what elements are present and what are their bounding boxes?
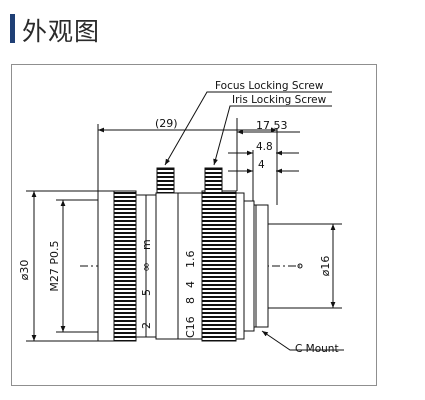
front-bezel bbox=[97, 190, 115, 342]
iris-scale-8: 8 bbox=[184, 297, 197, 304]
c-mount-callout: C Mount bbox=[295, 343, 339, 355]
iris-locking-screw bbox=[204, 167, 223, 194]
iris-scale-4: 4 bbox=[184, 281, 197, 288]
dim-4-label: 4 bbox=[258, 159, 265, 171]
overall-length-label: (29) bbox=[155, 117, 178, 130]
iris-scale-1-6: 1.6 bbox=[184, 251, 197, 269]
header-accent-bar bbox=[10, 14, 15, 43]
thread-label: M27 P0.5 bbox=[48, 240, 61, 291]
focus-screw-callout: Focus Locking Screw bbox=[215, 80, 324, 92]
section-header: 外观图 bbox=[6, 14, 406, 46]
dim-4-8-label: 4.8 bbox=[256, 141, 273, 153]
focus-scale-2: 2 bbox=[140, 322, 153, 329]
c-mount-leader bbox=[261, 330, 344, 351]
iris-scale-c16: C16 bbox=[184, 316, 197, 338]
middle-body bbox=[155, 192, 179, 340]
page-title: 外观图 bbox=[22, 17, 101, 46]
mount-center-point bbox=[297, 263, 303, 269]
length-to-mount-label: 17.53 bbox=[256, 119, 288, 132]
rear-body bbox=[235, 192, 245, 340]
focus-ring bbox=[113, 190, 137, 342]
focus-screw-leader bbox=[164, 91, 332, 166]
focus-scale-unit: m bbox=[140, 239, 153, 250]
c-mount bbox=[253, 204, 269, 328]
focus-scale-5: 5 bbox=[140, 289, 153, 296]
iris-screw-callout: Iris Locking Screw bbox=[232, 94, 327, 106]
iris-ring bbox=[201, 190, 237, 342]
mount-diameter-label: ø16 bbox=[319, 256, 332, 277]
focus-locking-screw bbox=[156, 167, 175, 194]
drawing-frame bbox=[11, 64, 377, 386]
iris-screw-leader bbox=[213, 105, 332, 166]
outer-diameter-label: ø30 bbox=[18, 260, 31, 281]
mount-flange bbox=[243, 200, 255, 332]
focus-scale-infinity: ∞ bbox=[139, 262, 153, 272]
